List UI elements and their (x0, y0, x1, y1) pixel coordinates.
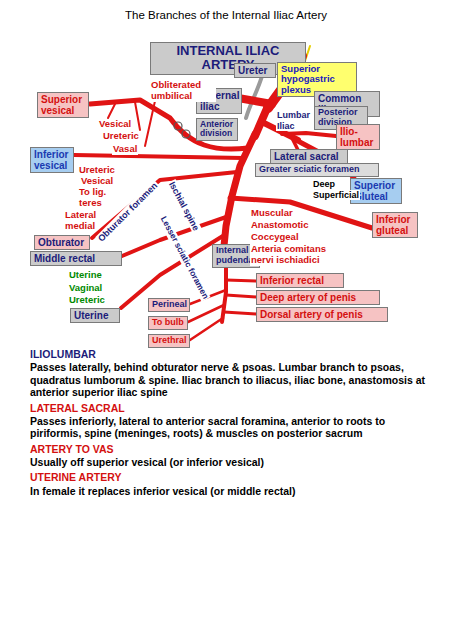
section-heading: ILIOLUMBAR (30, 348, 435, 360)
node-text: Inferior rectal (260, 275, 340, 286)
node-text: Ilio-lumbar (340, 126, 376, 148)
note-text: Passes laterally, behind obturator nerve… (30, 361, 435, 398)
notes-block: ILIOLUMBARPasses laterally, behind obtur… (30, 348, 435, 497)
node-text: Middle rectal (34, 253, 118, 264)
note-text: In female it replaces inferior vesical (… (30, 485, 435, 497)
node-text: Superior Gluteal (354, 180, 398, 202)
branch-label: Muscular (250, 208, 294, 219)
branch-box: Ilio-lumbar (336, 124, 380, 150)
branch-box: Inferior vesical (30, 147, 74, 173)
branch-box: Dorsal artery of penis (256, 307, 388, 322)
node-text: Perineal (152, 300, 186, 310)
branch-box: Superior vesical (37, 92, 89, 118)
branch-label: Ureteric (102, 131, 140, 142)
node-text: Ureter (238, 65, 272, 76)
branch-label: Lumbar (276, 110, 311, 120)
division-box: Anterior division (196, 118, 238, 141)
branch-label: Iliac (276, 121, 296, 131)
branch-box: Perineal (148, 298, 190, 312)
structure-box: Ureter (234, 63, 276, 78)
node-text: To bulb (152, 318, 184, 328)
page-title: The Branches of the Internal Iliac Arter… (0, 9, 452, 21)
node-text: Lateral sacral (274, 151, 344, 162)
branch-label: To lig. teres (78, 187, 122, 209)
branch-label: medial (64, 221, 96, 232)
node-text: Uterine (74, 310, 116, 321)
branch-box: Deep artery of penis (256, 290, 380, 305)
section-heading: LATERAL SACRAL (30, 402, 435, 414)
foramen-box: Greater sciatic foramen (255, 163, 379, 177)
node-text: Urethral (152, 336, 186, 346)
note-text: Passes inferiorly, lateral to anterior s… (30, 415, 435, 440)
branch-label: Vesical (98, 119, 132, 130)
branch-label: Vesical (80, 176, 114, 187)
node-text: Anterior division (200, 120, 234, 139)
node-text: Deep artery of penis (260, 292, 376, 303)
branch-label: Superficial (312, 190, 360, 200)
branch-label: Uterine (68, 270, 103, 281)
branch-label: Coccygeal (250, 232, 300, 243)
node-text: Inferior vesical (34, 149, 70, 171)
branch-label: Obliterated umbilical (150, 80, 216, 102)
branch-label: Lateral (64, 210, 97, 221)
branch-label: Vasal (112, 144, 138, 155)
branch-label: Ureteric (78, 165, 116, 176)
node-text: Obturator (38, 237, 86, 248)
node-text: Superior vesical (41, 94, 85, 116)
section-heading: ARTERY TO VAS (30, 443, 435, 455)
branch-box: To bulb (148, 316, 188, 330)
node-text: Inferior gluteal (376, 214, 414, 236)
branch-box: Inferior gluteal (372, 212, 418, 238)
branch-label: Vaginal (68, 283, 103, 294)
branch-box: Middle rectal (30, 251, 122, 266)
node-text: Greater sciatic foramen (259, 165, 375, 175)
branch-label: Arteria comitans nervi ischiadici (250, 244, 352, 266)
branch-label: Anastomotic (250, 220, 310, 231)
note-text: Usually off superior vesical (or inferio… (30, 456, 435, 468)
branch-box: Lateral sacral (270, 149, 348, 164)
branch-label: Deep (312, 179, 336, 189)
branch-box: Inferior rectal (256, 273, 344, 288)
node-text: Dorsal artery of penis (260, 309, 384, 320)
ligature-rings (174, 122, 190, 138)
branch-label: Ureteric (68, 295, 106, 306)
branch-box: Urethral (148, 334, 190, 348)
branch-box: Obturator (34, 235, 90, 250)
branch-box: Uterine (70, 308, 120, 323)
section-heading: UTERINE ARTERY (30, 471, 435, 483)
